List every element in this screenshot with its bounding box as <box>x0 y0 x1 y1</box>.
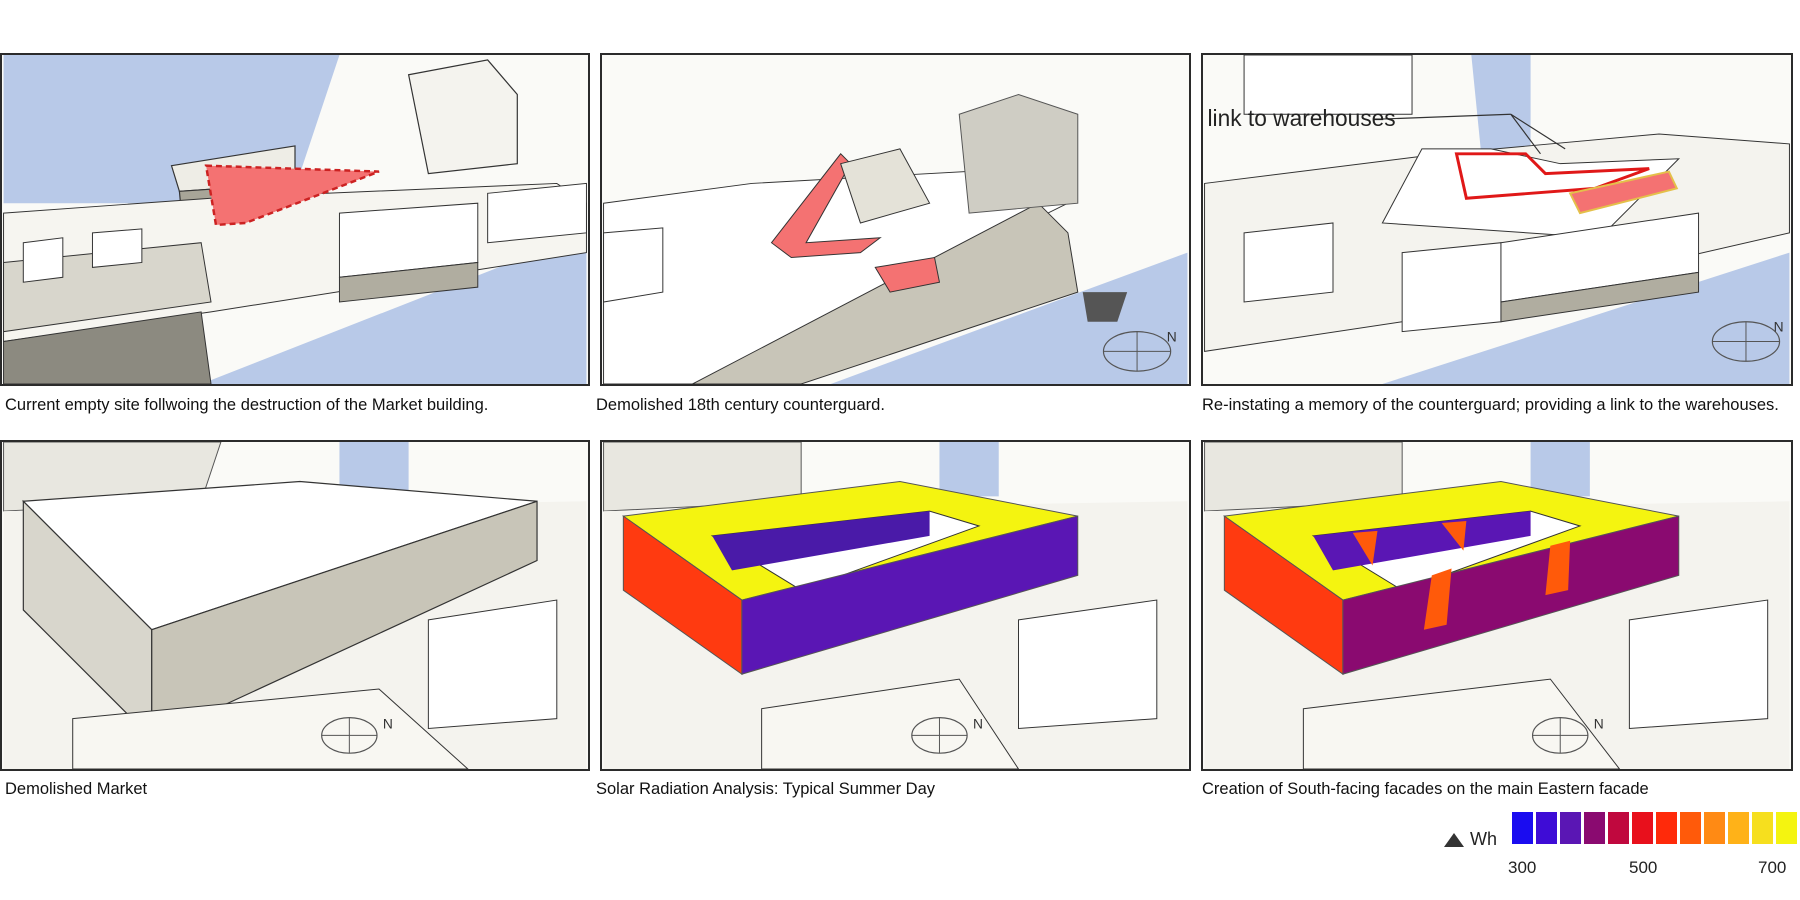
panel-south-facades: N <box>1201 440 1793 771</box>
north-label: N <box>973 715 983 731</box>
counterguard-outline <box>770 153 882 259</box>
legend-swatch-2 <box>1560 812 1581 844</box>
legend-swatch-4 <box>1608 812 1629 844</box>
legend-swatch-0 <box>1512 812 1533 844</box>
market-illustration: N <box>3 442 587 769</box>
memory-outline <box>1454 152 1650 200</box>
market-arcade <box>151 500 538 740</box>
legend-swatch-7 <box>1680 812 1701 844</box>
harbour-water-bottom <box>201 232 587 384</box>
legend-unit: Wh <box>1470 829 1497 849</box>
caption-counterguard: Demolished 18th century counterguard. <box>596 396 885 414</box>
radiation-legend: Wh 300 500 700 <box>1444 810 1797 890</box>
panel-current-site <box>0 53 590 386</box>
fort-ruins <box>958 93 1079 214</box>
legend-swatch-3 <box>1584 812 1605 844</box>
leader-line <box>1377 113 1511 120</box>
reinstating-illustration: link to warehouses N <box>1204 55 1790 384</box>
south-facing-fold <box>1545 540 1571 596</box>
north-label: N <box>1167 329 1177 345</box>
legend-swatch-8 <box>1704 812 1725 844</box>
legend-swatch-11 <box>1776 812 1797 844</box>
legend-swatch-5 <box>1632 812 1653 844</box>
legend-tick-500: 500 <box>1629 858 1658 877</box>
east-facade-low-radiation <box>741 515 1079 675</box>
legend-tick-300: 300 <box>1508 858 1537 877</box>
panel-demolished-market: N <box>0 440 590 771</box>
inner-court-facade <box>712 511 930 571</box>
caption-reinstating: Re-instating a memory of the counterguar… <box>1202 396 1779 414</box>
legend-swatch-1 <box>1536 812 1557 844</box>
legend-swatch-9 <box>1728 812 1749 844</box>
south-facades-illustration: N <box>1204 442 1790 769</box>
legend-swatches <box>1512 812 1800 844</box>
sky-water <box>939 442 999 497</box>
counterguard-illustration: N <box>603 93 1188 384</box>
north-label: N <box>1774 319 1784 335</box>
caption-current-site: Current empty site follwoing the destruc… <box>5 396 489 414</box>
sky-water <box>1530 442 1590 497</box>
legend-swatch-10 <box>1752 812 1773 844</box>
caption-south-facades: Creation of South-facing facades on the … <box>1202 780 1649 798</box>
current-site-illustration <box>3 55 587 384</box>
legend-swatch-6 <box>1656 812 1677 844</box>
solar-analysis-illustration: N <box>603 442 1188 769</box>
link-to-warehouses-label: link to warehouses <box>1208 105 1396 131</box>
caption-solar-analysis: Solar Radiation Analysis: Typical Summer… <box>596 780 936 798</box>
north-label: N <box>1594 715 1604 731</box>
panel-reinstating: link to warehouses N <box>1201 53 1793 386</box>
south-facing-fold <box>1423 568 1452 630</box>
triangle-icon <box>1444 833 1464 847</box>
caption-demolished-market: Demolished Market <box>5 780 148 798</box>
north-label: N <box>383 715 393 731</box>
fort-building <box>407 59 518 175</box>
legend-tick-700: 700 <box>1758 858 1787 877</box>
panel-solar-analysis: N <box>600 440 1191 771</box>
panel-counterguard: N <box>600 53 1191 386</box>
empty-site-highlight <box>204 164 380 227</box>
